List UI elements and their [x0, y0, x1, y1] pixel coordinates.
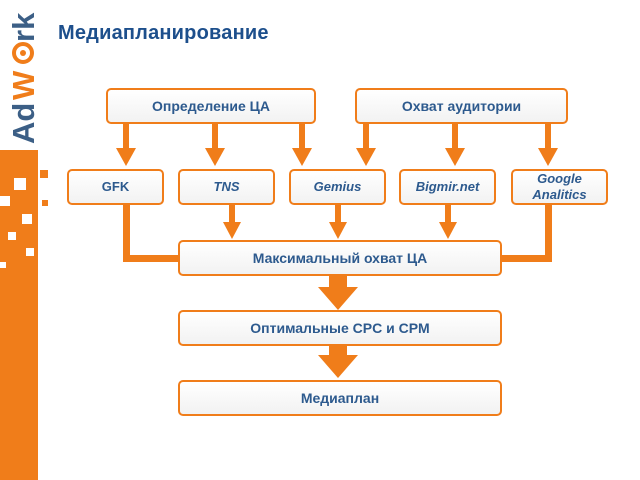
connector [545, 122, 551, 150]
connector [123, 204, 130, 262]
decor-square [0, 160, 14, 174]
arrow-head [116, 148, 136, 166]
svg-text:rk: rk [6, 12, 40, 42]
gfk-box: GFK [67, 169, 164, 205]
connector [500, 255, 552, 262]
arrow-head [318, 355, 358, 378]
connector [329, 275, 347, 289]
connector [212, 122, 218, 150]
optimal-cpc-cpm-label: Оптимальные CPC и CPM [250, 320, 430, 336]
arrow-head [445, 148, 465, 166]
decor-square [14, 178, 26, 190]
adwork-logo: Ad W rk [6, 12, 40, 144]
gfk-label: GFK [101, 179, 130, 194]
connector [545, 204, 552, 262]
arrow-head [318, 287, 358, 310]
bigmir-box: Bigmir.net [399, 169, 496, 205]
arrow-head [439, 222, 457, 239]
connector [123, 255, 181, 262]
page-title: Медиапланирование [58, 22, 269, 44]
decor-square [0, 196, 10, 206]
arrow-head [329, 222, 347, 239]
tns-label: TNS [213, 179, 240, 194]
arrow-head [538, 148, 558, 166]
arrow-head [356, 148, 376, 166]
svg-text:W: W [6, 70, 40, 100]
arrow-head [292, 148, 312, 166]
connector [123, 122, 129, 150]
bigmir-label: Bigmir.net [415, 179, 480, 194]
define-audience-label: Определение ЦА [152, 98, 270, 114]
arrow-head [223, 222, 241, 239]
max-reach-box: Максимальный охват ЦА [178, 240, 502, 276]
reach-audience-box: Охват аудитории [355, 88, 568, 124]
optimal-cpc-cpm-box: Оптимальные CPC и CPM [178, 310, 502, 346]
connector [335, 204, 341, 224]
max-reach-label: Максимальный охват ЦА [252, 250, 428, 266]
decor-square [40, 170, 48, 178]
connector [299, 122, 305, 150]
connector [229, 204, 235, 224]
google-label: Google Analitics [532, 171, 587, 202]
decor-square [26, 248, 34, 256]
decor-square [0, 262, 6, 268]
mediaplan-box: Медиаплан [178, 380, 502, 416]
connector [329, 345, 347, 357]
tns-box: TNS [178, 169, 275, 205]
svg-text:Ad: Ad [6, 103, 40, 144]
google-box: Google Analitics [511, 169, 608, 205]
arrow-head [205, 148, 225, 166]
decor-square [22, 214, 32, 224]
connector [452, 122, 458, 150]
decor-square [42, 200, 48, 206]
gemius-label: Gemius [313, 179, 362, 194]
reach-audience-label: Охват аудитории [401, 98, 522, 114]
gemius-box: Gemius [289, 169, 386, 205]
connector [445, 204, 451, 224]
connector [363, 122, 369, 150]
mediaplan-label: Медиаплан [300, 390, 380, 406]
define-audience-box: Определение ЦА [106, 88, 316, 124]
decor-square [8, 232, 16, 240]
